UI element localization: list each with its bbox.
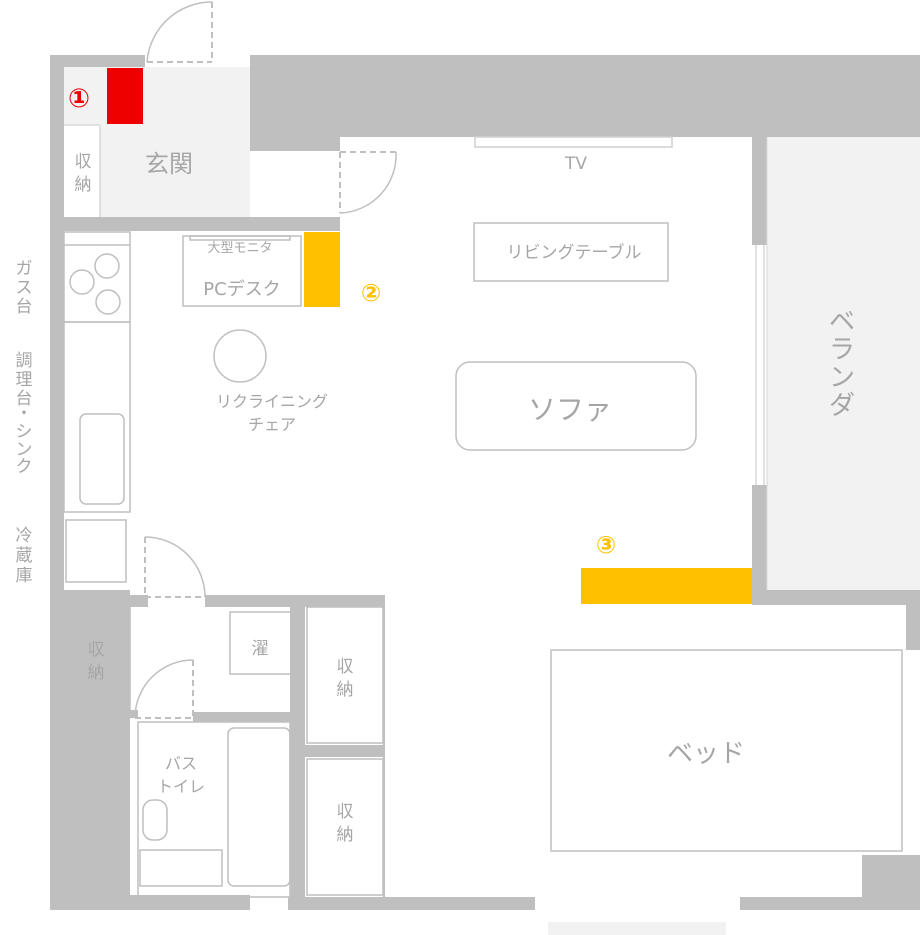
wall-bath-inner	[290, 607, 305, 897]
sofa	[455, 361, 697, 451]
bath-room	[137, 721, 291, 898]
fridge-box	[65, 519, 127, 583]
wall-left-upper	[50, 55, 64, 235]
wall-bath-door-right	[193, 712, 290, 722]
monitor	[189, 235, 291, 241]
toilet	[142, 799, 168, 841]
bed	[550, 649, 903, 852]
label-storage-left-1: 収	[88, 640, 105, 660]
label-laundry: 濯	[252, 639, 269, 659]
wall-left-mid	[50, 230, 64, 600]
label-bed: ベッド	[667, 739, 745, 769]
veranda	[767, 137, 920, 590]
living-door	[339, 151, 397, 214]
label-cooking-3: 台	[16, 389, 33, 409]
label-recliner-2: チェア	[248, 415, 296, 434]
marker-3-block	[581, 568, 752, 604]
label-cooking-7: ク	[16, 457, 33, 477]
wall-bottom-mid	[288, 897, 535, 910]
wall-veranda-left-top	[752, 132, 767, 245]
label-bath-1: バス	[165, 754, 197, 773]
storage-right-top	[306, 606, 384, 744]
marker-1-label: ①	[68, 84, 90, 114]
wall-storage-split	[305, 745, 385, 757]
wall-bath-top	[205, 595, 385, 607]
wall-veranda-left-bottom	[752, 485, 767, 605]
bathtub	[227, 727, 291, 887]
label-genkan: 玄関	[145, 150, 193, 178]
label-living-table: リビングテーブル	[507, 242, 642, 263]
laundry	[229, 611, 293, 675]
label-cooking-5: シ	[16, 422, 33, 442]
marker-2-label: ②	[361, 279, 381, 307]
label-cooking-2: 理	[16, 370, 33, 390]
counter-sink	[63, 321, 131, 513]
label-fridge-3: 庫	[16, 566, 33, 586]
wall-bath-door-left	[130, 710, 138, 718]
label-storage-rb-1: 収	[337, 802, 354, 822]
wall-top-left	[50, 55, 145, 67]
entrance-storage	[64, 125, 100, 217]
wall-bottom	[50, 895, 250, 910]
wall-entrance-bottom	[64, 217, 340, 231]
label-veranda-4: ダ	[829, 391, 855, 421]
label-sofa: ソファ	[528, 393, 612, 426]
label-recliner-1: リクライニング	[216, 392, 328, 411]
storage-right-bottom	[306, 758, 384, 896]
label-tv: TV	[564, 154, 587, 174]
tv-unit	[474, 136, 673, 148]
bottom-window	[548, 922, 726, 935]
label-entrance-storage-2: 納	[75, 175, 92, 195]
storage-left	[63, 606, 131, 711]
label-veranda-2: ラ	[829, 335, 855, 365]
vanity	[139, 849, 223, 887]
label-gas-3: 台	[16, 297, 33, 317]
veranda-window	[755, 245, 765, 485]
bath-area	[63, 606, 384, 898]
label-monitor: 大型モニタ	[207, 241, 272, 256]
label-veranda-1: ベ	[829, 307, 855, 337]
wall-top-main	[250, 55, 920, 137]
label-storage-rt-1: 収	[337, 657, 354, 677]
label-cooking-1: 調	[16, 351, 33, 371]
marker-1-block	[107, 68, 143, 124]
label-veranda-3: ン	[829, 363, 855, 393]
burner-top	[94, 253, 120, 279]
marker-3-label: ③	[596, 531, 616, 559]
label-gas-1: ガ	[16, 259, 33, 279]
label-pc-desk: PCデスク	[203, 279, 280, 300]
wall-veranda-bottom	[752, 590, 920, 605]
recliner-chair	[213, 329, 267, 383]
sink-basin	[79, 413, 125, 505]
labels: 玄関 収 納 TV 大型モニタ PCデスク リビングテーブル ソファ リクライニ…	[16, 84, 856, 845]
wall-left-lower	[50, 590, 130, 910]
label-storage-rb-2: 納	[337, 825, 354, 845]
kitchen-door	[144, 536, 206, 598]
label-storage-left-2: 納	[88, 663, 105, 683]
walls	[50, 55, 920, 910]
wall-bottom-corner	[862, 855, 920, 910]
living-table	[473, 222, 669, 282]
bath-door	[134, 659, 194, 719]
entrance-door	[146, 1, 213, 63]
label-fridge-1: 冷	[16, 526, 33, 546]
wall-entrance-right	[250, 55, 340, 151]
label-gas-2: ス	[16, 278, 33, 298]
wall-kitchen-bottom	[64, 595, 148, 607]
label-fridge-2: 蔵	[16, 546, 33, 566]
label-cooking-6: ン	[16, 440, 33, 460]
burner-bottom	[95, 289, 121, 315]
wall-storage-right	[383, 595, 385, 897]
label-entrance-storage-1: 収	[75, 152, 92, 172]
wall-right-lower	[906, 590, 920, 650]
burner-left	[69, 269, 95, 295]
label-bath-2: トイレ	[157, 777, 205, 796]
kitchen	[63, 231, 131, 583]
marker-2-block	[304, 232, 340, 307]
label-cooking-4: ・	[16, 404, 33, 424]
label-storage-rt-2: 納	[337, 680, 354, 700]
